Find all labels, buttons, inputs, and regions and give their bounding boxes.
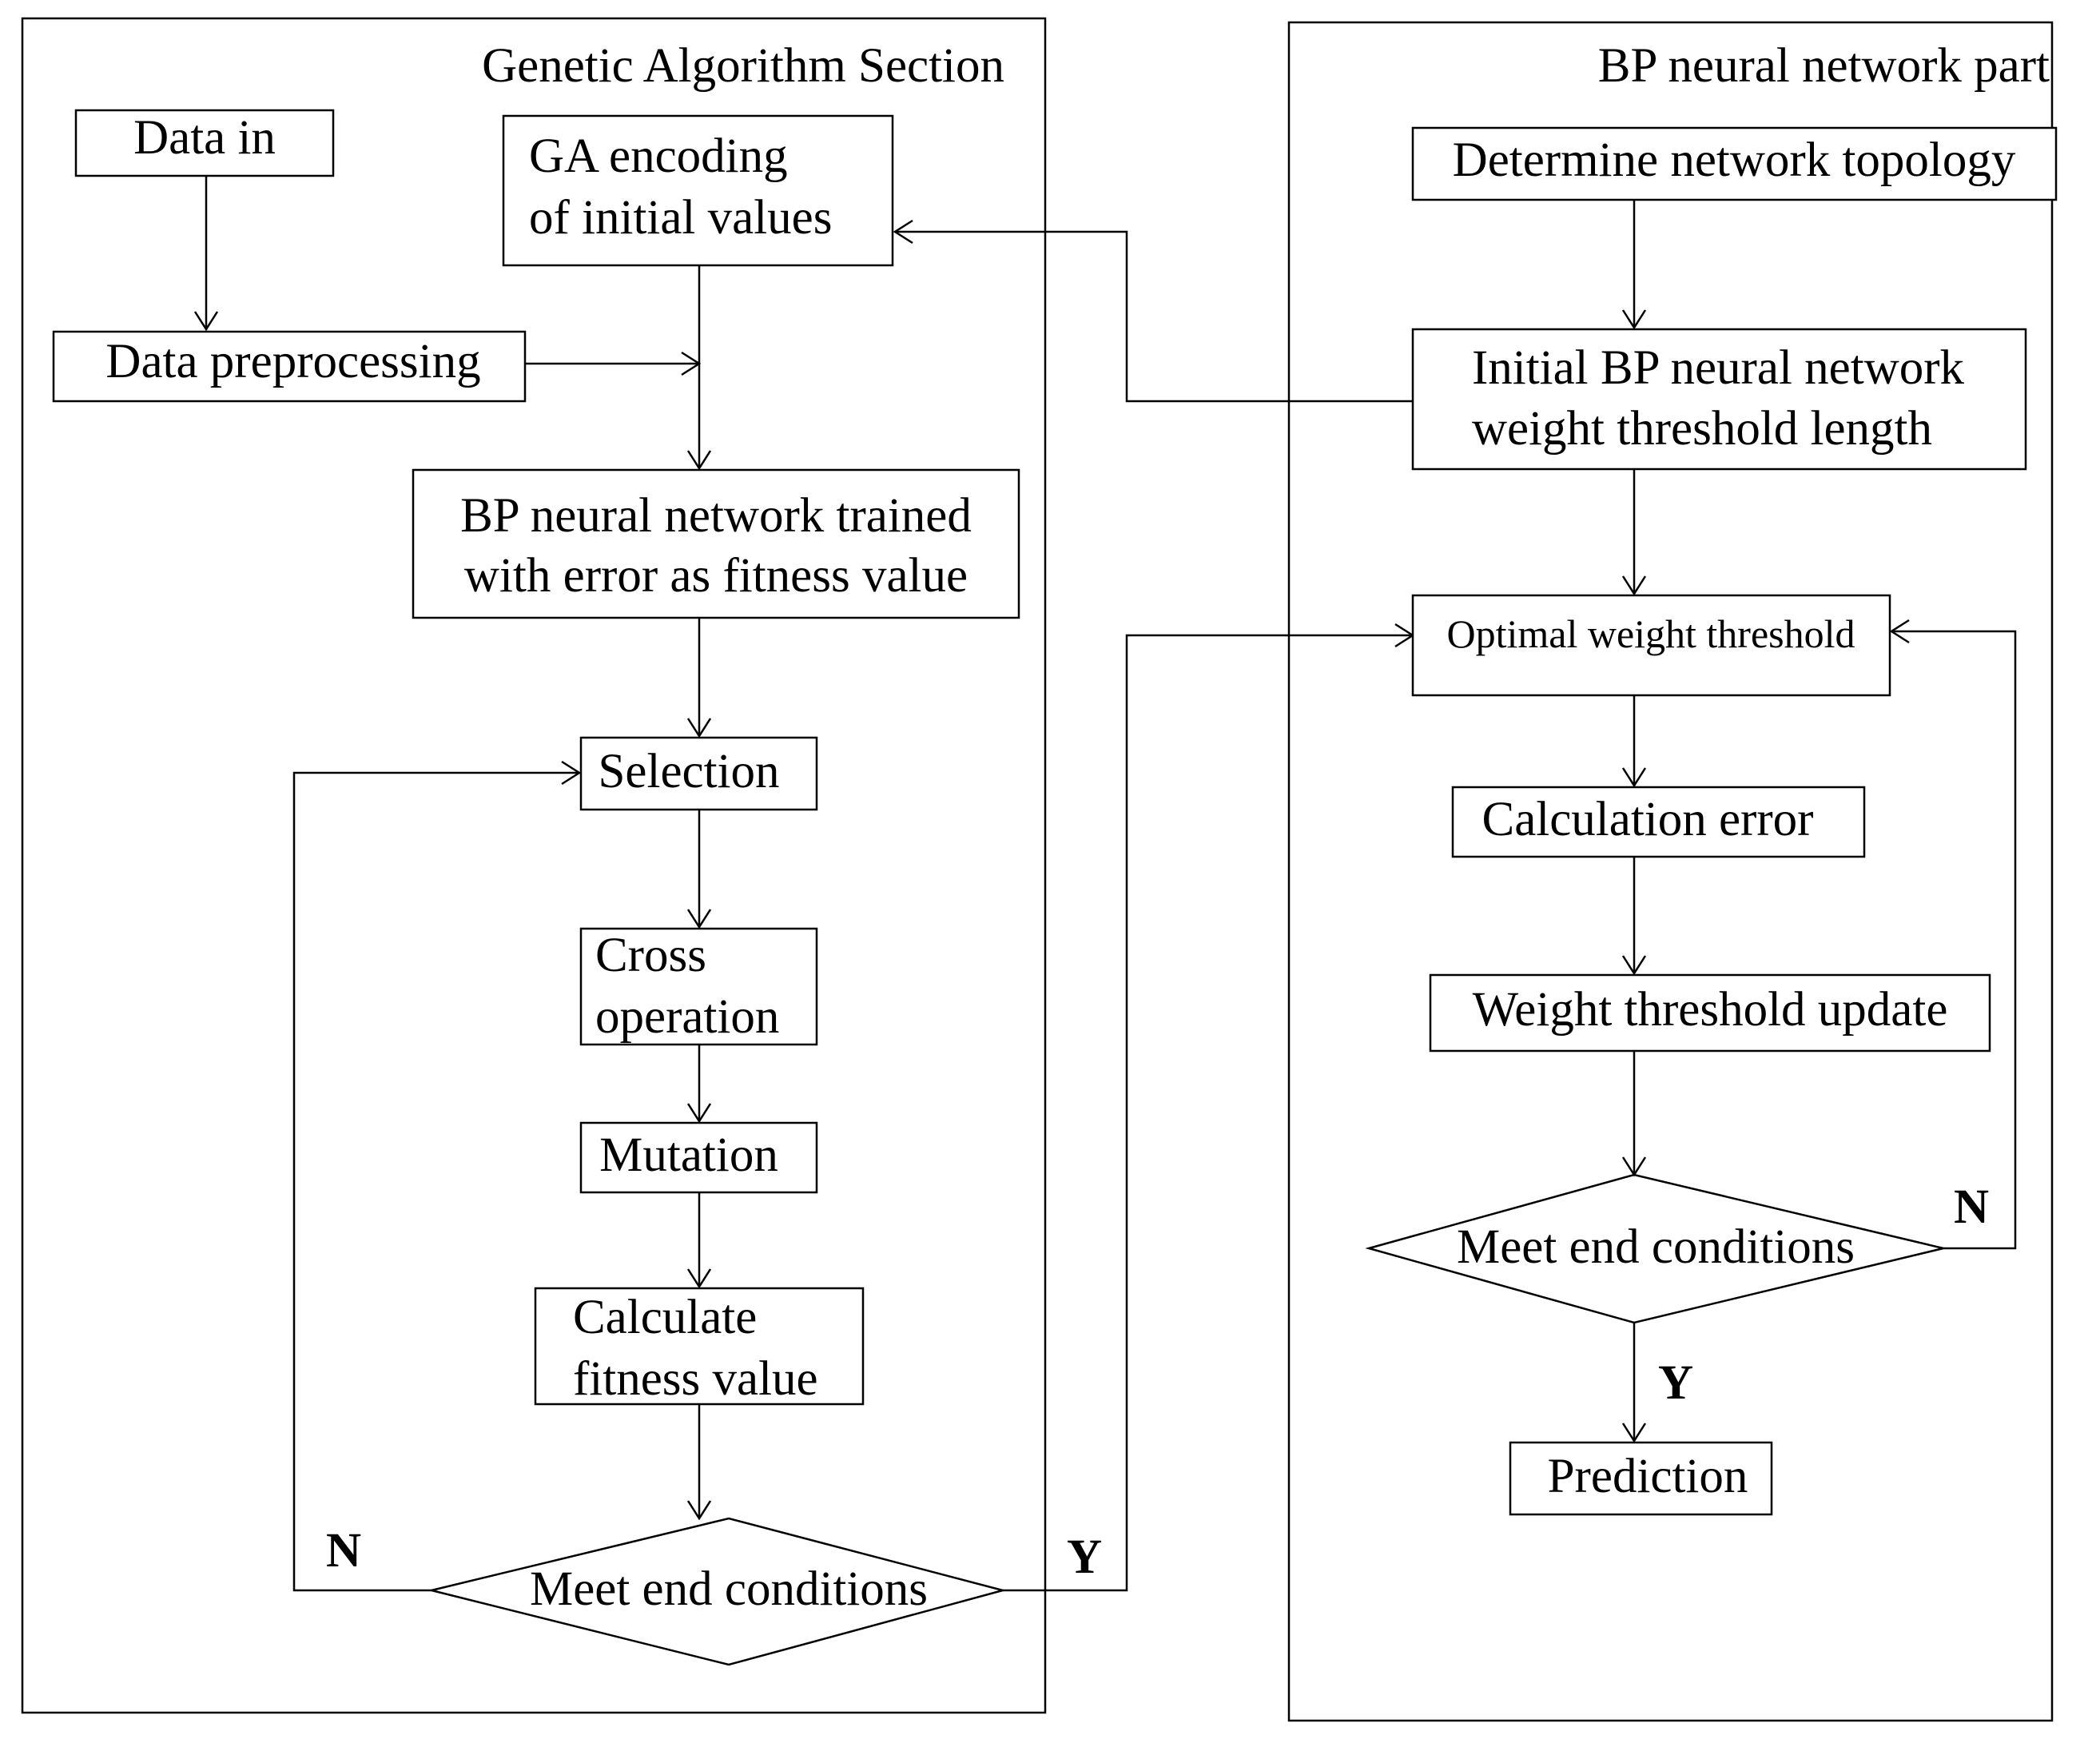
arrowhead <box>1621 767 1647 788</box>
initial-bp-length-box <box>1411 328 2027 471</box>
arrowhead <box>686 909 712 929</box>
calculate-fitness-label-line1: Calculate <box>573 1291 757 1344</box>
mutation-label: Mutation <box>599 1128 778 1182</box>
determine-topology-label: Determine network topology <box>1453 133 2016 187</box>
calculation-error-label: Calculation error <box>1482 793 1814 846</box>
edge-bp-length-to-encoding <box>895 230 1413 403</box>
data-in-box <box>74 109 335 177</box>
ga-section-frame <box>21 17 1047 1714</box>
arrowhead <box>686 1268 712 1289</box>
optimal-weight-threshold-label: Optimal weight threshold <box>1446 611 1855 656</box>
weight-threshold-update-label: Weight threshold update <box>1473 983 1948 1037</box>
bp-end-conditions-label: Meet end conditions <box>1457 1220 1855 1274</box>
ga-no-label: N <box>326 1524 361 1578</box>
determine-topology-box <box>1411 126 2058 201</box>
arrowhead <box>893 219 913 245</box>
arrowhead <box>1621 955 1647 976</box>
data-in-label: Data in <box>133 111 276 165</box>
edge-ga-yes-to-optimal <box>1003 634 1413 1592</box>
arrowhead <box>1621 1423 1647 1443</box>
edge-bp-no-loop <box>1891 630 2017 1250</box>
bp-section-title: BP neural network part <box>1598 39 2050 93</box>
ga-yes-label: Y <box>1067 1530 1102 1584</box>
arrowhead <box>193 311 219 332</box>
arrowhead <box>561 760 582 786</box>
bp-section-frame <box>1287 21 2054 1722</box>
cross-operation-box <box>579 927 818 1046</box>
calculate-fitness-label-line2: fitness value <box>573 1352 818 1406</box>
optimal-weight-threshold-box <box>1411 594 1891 697</box>
edge-ga-no-loop <box>292 771 579 1592</box>
arrowhead <box>686 1500 712 1521</box>
data-preprocessing-box <box>52 330 527 403</box>
cross-operation-label-line2: operation <box>595 990 779 1044</box>
calculate-fitness-box <box>534 1287 865 1406</box>
ga-encoding-box <box>502 114 894 267</box>
bp-trained-label-line2: with error as fitness value <box>464 549 968 603</box>
arrowhead <box>1621 309 1647 330</box>
cross-operation-label-line1: Cross <box>595 929 706 982</box>
prediction-box <box>1509 1441 1773 1516</box>
mutation-box <box>579 1121 818 1194</box>
data-preprocessing-label: Data preprocessing <box>105 335 480 388</box>
ga-encoding-label-line1: GA encoding <box>529 129 788 183</box>
selection-label: Selection <box>599 745 780 798</box>
bp-yes-label: Y <box>1658 1356 1693 1410</box>
arrowhead <box>1621 1156 1647 1177</box>
calculation-error-box <box>1451 786 1866 858</box>
bp-no-label: N <box>1954 1180 1989 1234</box>
bp-trained-label-line1: BP neural network trained <box>460 489 972 543</box>
prediction-label: Prediction <box>1548 1450 1748 1503</box>
arrowhead <box>686 1103 712 1124</box>
initial-bp-length-label-line2: weight threshold length <box>1472 402 1932 456</box>
bp-trained-box <box>412 468 1020 619</box>
ga-end-conditions-label: Meet end conditions <box>530 1562 928 1616</box>
arrowhead <box>686 718 712 738</box>
weight-threshold-update-box <box>1429 973 1991 1053</box>
arrowhead <box>686 450 712 471</box>
ga-encoding-label-line2: of initial values <box>529 191 832 245</box>
arrowhead <box>1889 619 1910 644</box>
ga-section-title: Genetic Algorithm Section <box>482 39 1004 93</box>
arrowhead <box>1621 575 1647 596</box>
initial-bp-length-label-line1: Initial BP neural network <box>1472 341 1965 395</box>
